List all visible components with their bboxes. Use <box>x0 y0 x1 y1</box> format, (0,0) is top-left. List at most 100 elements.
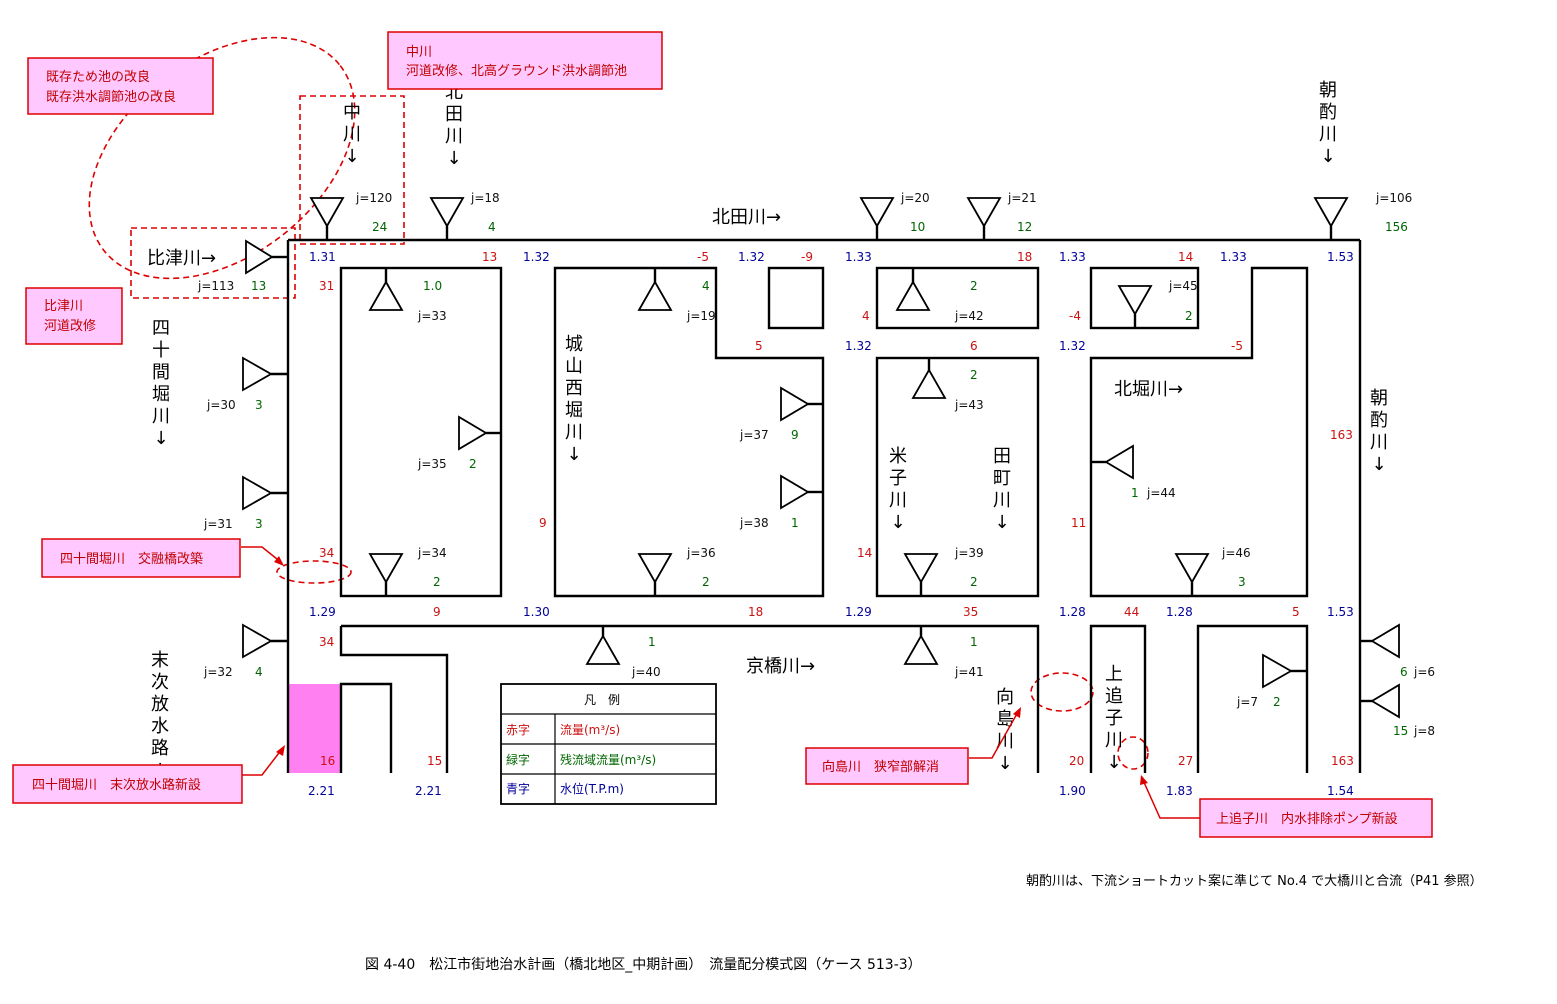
flow-value: 6 <box>970 339 978 353</box>
flow-value: 13 <box>482 250 497 264</box>
flow-value: 11 <box>1071 516 1086 530</box>
flow-value: 34 <box>319 635 334 649</box>
j-label: j=41 <box>954 665 984 679</box>
legend-value-red: 流量(m³/s) <box>560 723 620 737</box>
channel-network <box>286 238 1362 773</box>
flow-value: 163 <box>1331 754 1354 768</box>
residual-flow: 6 <box>1400 665 1408 679</box>
inflow-triangles <box>242 197 1400 719</box>
callout-box <box>12 764 243 804</box>
river-hitsugawa: 比津川→ <box>147 248 216 269</box>
flow-values: 13 -5 -9 18 14 31 5 4 6 -4 -5 163 9 11 1… <box>319 250 1354 768</box>
residual-flow: 1 <box>970 635 978 649</box>
suetsugi-channel-fill <box>289 684 341 773</box>
water-level: 1.28 <box>1059 605 1086 619</box>
water-level: 1.33 <box>1059 250 1086 264</box>
callout-box <box>387 31 663 90</box>
water-level: 1.33 <box>845 250 872 264</box>
residual-flow: 4 <box>488 220 496 234</box>
water-level: 1.32 <box>738 250 765 264</box>
residual-flow: 156 <box>1385 220 1408 234</box>
j-label: j=37 <box>739 428 769 442</box>
river-kyobashi: 京橋川→ <box>746 656 815 677</box>
flow-value: 5 <box>755 339 763 353</box>
j-label: j=106 <box>1375 191 1412 205</box>
residual-flow: 9 <box>791 428 799 442</box>
callout-text: 向島川 狭窄部解消 <box>822 759 939 775</box>
highlight-ellipse-bridge <box>276 560 352 584</box>
residual-flow: 13 <box>251 279 266 293</box>
flow-value: 34 <box>319 546 334 560</box>
river-kitadagawa: 北田川→ <box>712 207 781 228</box>
legend-key-green: 緑字 <box>506 752 530 767</box>
callout-arrows <box>241 546 1200 819</box>
callout-box <box>41 538 241 578</box>
residual-flow: 3 <box>255 517 263 531</box>
j-label: j=40 <box>631 665 661 679</box>
residual-flow: 15 <box>1393 724 1408 738</box>
callouts: 既存ため池の改良 既存洪水調節池の改良 中川 河道改修、北高グラウンド洪水調節池… <box>12 31 1433 838</box>
water-level: 1.28 <box>1166 605 1193 619</box>
flow-value: -5 <box>697 250 709 264</box>
callout-box <box>1199 798 1433 838</box>
residual-flow: 3 <box>255 398 263 412</box>
river-asakumi-top: 朝酌川↓ <box>1319 80 1337 167</box>
water-level: 1.53 <box>1327 250 1354 264</box>
residual-flow: 2 <box>1185 309 1193 323</box>
residual-flow: 2 <box>433 575 441 589</box>
callout-text: 四十間堀川 末次放水路新設 <box>32 777 201 793</box>
j-label: j=7 <box>1236 695 1258 709</box>
highlight-rect-hitsu <box>130 227 296 299</box>
water-level: 1.53 <box>1327 605 1354 619</box>
j-label: j=113 <box>197 279 234 293</box>
water-level: 1.33 <box>1220 250 1247 264</box>
flow-value: 5 <box>1292 605 1300 619</box>
highlight-ellipse-mukoujima <box>1030 672 1094 712</box>
flow-value: 16 <box>320 754 335 768</box>
water-level: 1.31 <box>309 250 336 264</box>
residual-flow: 2 <box>1273 695 1281 709</box>
river-tamachi: 田町川↓ <box>993 446 1011 533</box>
water-level: 2.21 <box>308 784 335 798</box>
callout-box <box>27 57 214 115</box>
legend-value-green: 残流域流量(m³/s) <box>560 753 656 767</box>
residual-flow: 4 <box>255 665 263 679</box>
flow-value: 9 <box>539 516 547 530</box>
callout-text: 既存ため池の改良 <box>46 69 150 85</box>
j-label: j=32 <box>203 665 233 679</box>
flow-value: 31 <box>319 279 334 293</box>
water-level: 1.32 <box>1059 339 1086 353</box>
flow-value: 4 <box>862 309 870 323</box>
residual-flow: 1 <box>1131 486 1139 500</box>
j-label: j=20 <box>900 191 930 205</box>
callout-text: 中川 <box>406 45 432 60</box>
river-shijukkenbori: 四十間堀川↓ <box>152 318 170 449</box>
callout-box <box>805 747 969 785</box>
j-label: j=33 <box>417 309 447 323</box>
j-label: j=46 <box>1221 546 1251 560</box>
water-level: 1.32 <box>845 339 872 353</box>
flow-value: 14 <box>857 546 872 560</box>
j-label: j=42 <box>954 309 984 323</box>
water-level: 1.29 <box>845 605 872 619</box>
j-label: j=31 <box>203 517 233 531</box>
flow-value: 18 <box>748 605 763 619</box>
legend-key-blue: 青字 <box>506 781 530 796</box>
river-kitahori: 北堀川→ <box>1114 379 1183 400</box>
j-label: j=38 <box>739 516 769 530</box>
callout-text: 上追子川 内水排除ポンプ新設 <box>1216 811 1398 827</box>
water-level: 1.29 <box>309 605 336 619</box>
residual-flow: 2 <box>970 368 978 382</box>
j-label: j=39 <box>954 546 984 560</box>
j-label: j=19 <box>686 309 716 323</box>
callout-text: 既存洪水調節池の改良 <box>46 89 176 105</box>
river-nakagawa: 中川↓ <box>343 102 361 167</box>
water-level: 1.90 <box>1059 784 1086 798</box>
callout-text: 河道改修、北高グラウンド洪水調節池 <box>406 63 627 79</box>
j-label: j=45 <box>1168 279 1198 293</box>
j-label: j=44 <box>1146 486 1176 500</box>
flow-value: -4 <box>1069 309 1081 323</box>
j-label: j=120 <box>355 191 392 205</box>
flow-value: 15 <box>427 754 442 768</box>
j-label: j=43 <box>954 398 984 412</box>
